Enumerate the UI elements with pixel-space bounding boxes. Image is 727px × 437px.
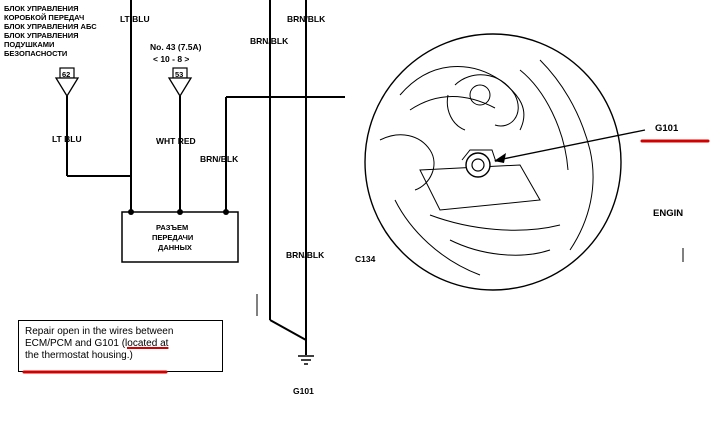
wire-label-brn-blk-lower: BRN/BLK	[286, 250, 325, 260]
data-link-connector: РАЗЪЕМ ПЕРЕДАЧИ ДАННЫХ	[121, 209, 239, 263]
label-line-6: БЕЗОПАСНОСТИ	[4, 49, 67, 58]
ground-label-g101: G101	[293, 386, 314, 396]
ground-symbol	[298, 355, 314, 365]
bus-merge-line	[269, 319, 307, 341]
label-line-4: БЛОК УПРАВЛЕНИЯ	[4, 31, 78, 40]
fuse-sub-label: < 10 - 8 >	[153, 54, 189, 64]
terminal-53: 53	[167, 67, 193, 98]
note-line-2-b: (located at	[121, 338, 169, 349]
callout-leader	[497, 129, 646, 161]
label-line-3: БЛОК УПРАВЛЕНИЯ АБС	[4, 22, 97, 31]
wire-label-lt-blu: LT BLU	[52, 134, 82, 144]
terminal-53-number: 53	[175, 70, 183, 79]
connector-line-3: ДАННЫХ	[158, 243, 192, 252]
note-line-2-a: ECM/PCM and G101	[25, 338, 122, 349]
wire-label-brn-blk-top: BRN/BLK	[287, 14, 326, 24]
engine-label: ENGIN	[653, 208, 683, 219]
repair-note: Repair open in the wires between ECM/PCM…	[18, 320, 223, 372]
note-line-2: ECM/PCM and G101 (located at	[25, 338, 216, 350]
label-line-1: БЛОК УПРАВЛЕНИЯ	[4, 4, 78, 13]
engine-detail-view	[364, 33, 622, 291]
callout-arrowhead	[494, 153, 506, 163]
note-line-1: Repair open in the wires between	[25, 326, 174, 337]
connector-id-label: C134	[355, 254, 376, 264]
connector-line-1: РАЗЪЕМ	[156, 223, 188, 232]
control-units-label: БЛОК УПРАВЛЕНИЯ КОРОБКОЙ ПЕРЕДАЧ БЛОК УП…	[4, 4, 97, 58]
label-line-2: КОРОБКОЙ ПЕРЕДАЧ	[4, 13, 84, 22]
note-line-3: the thermostat housing.)	[25, 350, 133, 361]
terminal-62-number: 62	[62, 70, 70, 79]
callout-g101-label: G101	[655, 123, 679, 134]
wire-label-lt-blu-top: LT BLU	[120, 14, 150, 24]
wire-label-wht-red: WHT RED	[156, 136, 196, 146]
wire-label-brn-blk-mid: BRN/BLK	[250, 36, 289, 46]
terminal-62: 62	[54, 67, 80, 98]
label-line-5: ПОДУШКАМИ	[4, 40, 54, 49]
connector-line-2: ПЕРЕДАЧИ	[152, 233, 193, 242]
wire-label-brn-blk-left: BRN/BLK	[200, 154, 239, 164]
fuse-label: No. 43 (7.5A)	[150, 42, 202, 52]
